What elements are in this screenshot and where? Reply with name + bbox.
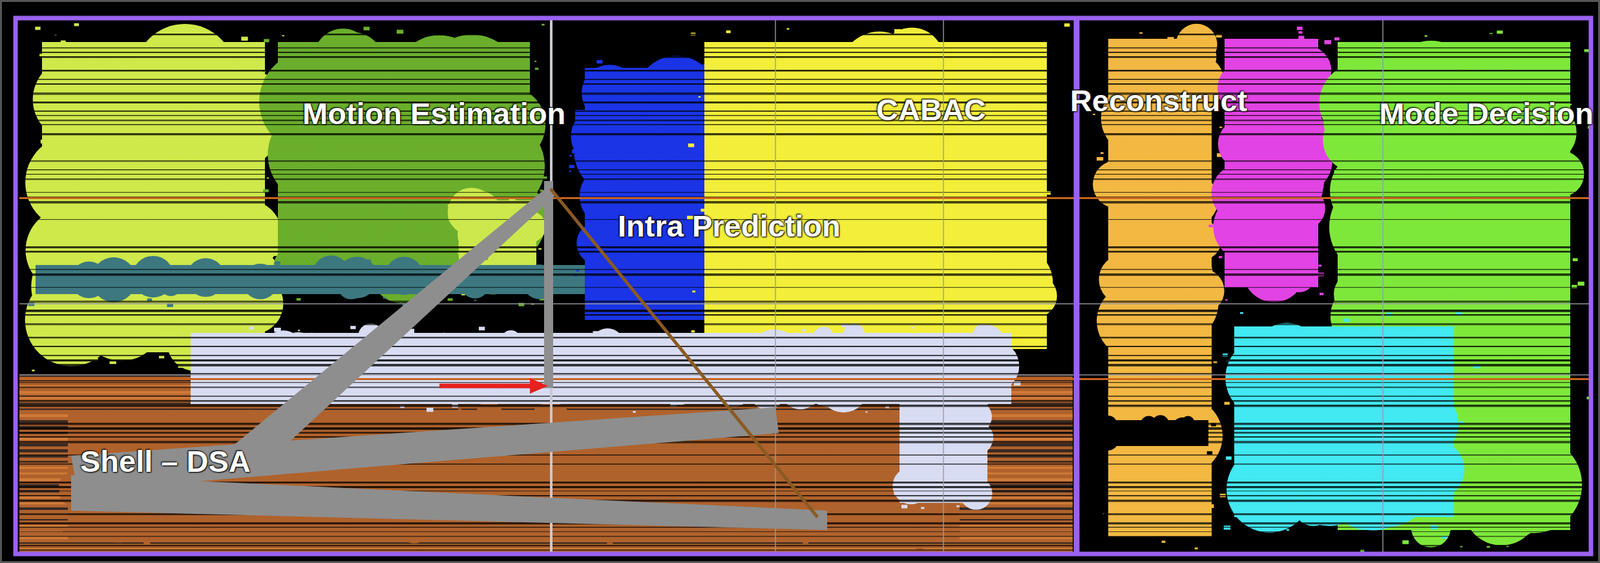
regions <box>19 23 1593 556</box>
module-label: Shell – DSA <box>80 443 251 480</box>
module-label: Reconstruct <box>1070 82 1252 119</box>
arrow-head <box>529 378 548 394</box>
module-label-box: Shell – DSA <box>80 443 251 480</box>
logic-blob <box>569 96 660 169</box>
module-label-box: Mode Decision <box>1378 95 1594 132</box>
module-label-box: CABAC <box>876 91 987 128</box>
module-label-box: Reconstruct <box>1070 82 1252 119</box>
net-line <box>439 383 537 389</box>
module-label: CABAC <box>876 91 987 128</box>
module-label-box: Intra Prediction <box>617 208 841 245</box>
module-label: Motion Estimation <box>302 95 566 132</box>
clock-grid <box>19 19 1590 553</box>
slr-border <box>15 18 1591 554</box>
logic-blob <box>1208 26 1339 302</box>
logic-blob <box>1092 414 1216 455</box>
module-label-box: Motion Estimation <box>302 95 566 132</box>
module-label: Mode Decision <box>1378 95 1594 132</box>
module-label: Intra Prediction <box>617 208 841 245</box>
